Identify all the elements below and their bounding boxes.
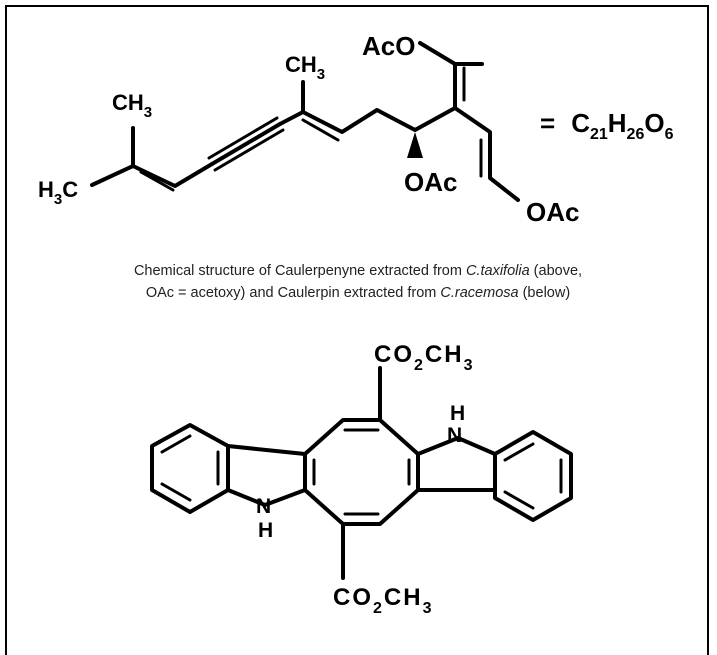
- caulerpenyne-chain-bonds: [90, 126, 214, 188]
- ch3-label-mid: CH3: [285, 52, 325, 83]
- ch3-label-left: CH3: [112, 90, 152, 121]
- benzene-right-db3: [503, 490, 535, 510]
- triple-bond-lower: [213, 128, 285, 172]
- caulerpenyne-structure: CH3 H3C CH3 AcO OAc OAc =C21H26O6: [38, 31, 674, 227]
- triple-bond-upper: [207, 116, 279, 160]
- wedge-bond: [407, 132, 423, 158]
- molecular-formula: =C21H26O6: [540, 108, 674, 143]
- h3c-label: H3C: [38, 177, 78, 208]
- caulerpin-structure: CO2CH3 H N N H CO2CH3: [150, 341, 573, 617]
- benzene-ring-right: [493, 430, 573, 522]
- nh-label-left-h: H: [258, 519, 273, 542]
- double-bond-mid: [301, 118, 340, 142]
- nh-label-right-n: N: [447, 424, 462, 447]
- caulerpenyne-backbone: [278, 41, 457, 134]
- caption-line-2: OAc = acetoxy) and Caulerpin extracted f…: [146, 285, 570, 301]
- double-bond-inner: [139, 170, 175, 192]
- ester-label-top: CO2CH3: [374, 341, 474, 374]
- caption-line-1: Chemical structure of Caulerpenyne extra…: [134, 263, 582, 279]
- oac-label-left: OAc: [404, 167, 457, 197]
- nh-label-left-n: N: [256, 495, 271, 518]
- figure-frame: [5, 5, 709, 655]
- benzene-right-db1: [503, 442, 535, 462]
- benzene-left-db1: [160, 434, 192, 454]
- nh-label-right-h: H: [450, 402, 465, 425]
- figure-caption: Chemical structure of Caulerpenyne extra…: [134, 263, 582, 301]
- cyclooctatetraene-ring: [303, 418, 420, 526]
- aco-label: AcO: [362, 31, 415, 61]
- ester-label-bottom: CO2CH3: [333, 584, 433, 617]
- caulerpenyne-right-branch: [453, 106, 520, 202]
- benzene-left-db2: [160, 482, 192, 502]
- oac-label-right: OAc: [526, 197, 579, 227]
- triple-bond-main: [210, 122, 282, 166]
